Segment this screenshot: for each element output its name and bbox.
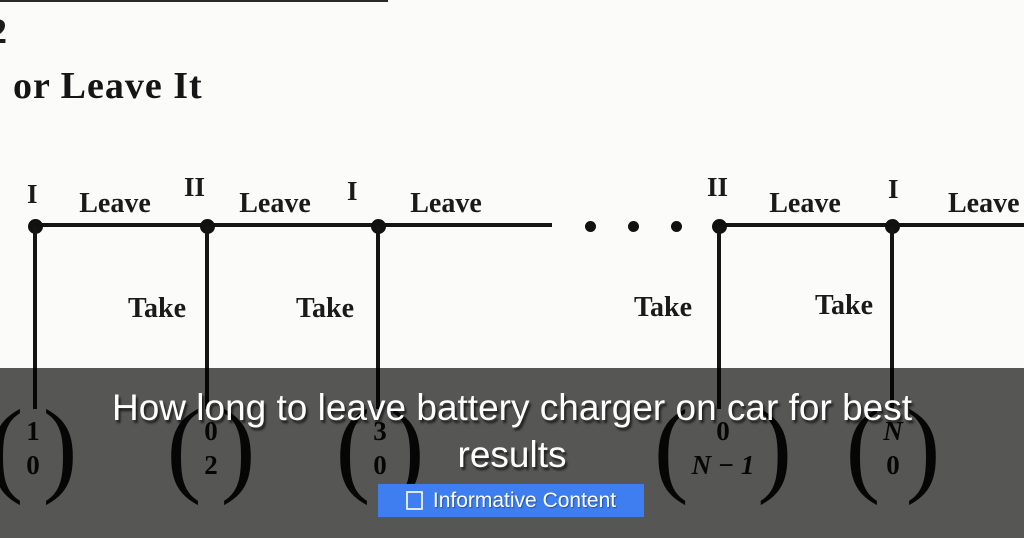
take-branch-line-1 <box>33 226 37 409</box>
ellipsis-dot <box>671 221 682 232</box>
tree-horizontal-line-left <box>33 223 552 227</box>
ellipsis-dot <box>628 221 639 232</box>
take-branch-line-5 <box>890 226 894 409</box>
informative-content-badge[interactable]: Informative Content <box>378 484 644 517</box>
take-label-4: Take <box>633 292 693 323</box>
take-label-2: Take <box>127 293 187 324</box>
tree-horizontal-line-right <box>717 223 1024 227</box>
caption-overlay: How long to leave battery charger on car… <box>0 368 1024 538</box>
player-label-2: II <box>184 172 206 202</box>
player-label-3: I <box>347 176 358 206</box>
leave-label-3: Leave <box>410 188 482 219</box>
player-label-5: I <box>888 174 899 204</box>
square-placeholder-icon <box>405 491 423 510</box>
take-branch-line-2 <box>205 226 209 409</box>
player-label-4: II <box>707 172 729 202</box>
badge-label: Informative Content <box>432 488 617 512</box>
page-number-partial: 2 <box>0 10 7 52</box>
take-label-5: Take <box>814 290 874 321</box>
leave-label-2: Leave <box>239 188 311 219</box>
take-label-3: Take <box>295 293 355 324</box>
take-branch-line-4 <box>717 226 721 409</box>
figure-title: or Leave It <box>13 65 203 107</box>
leave-label-4: Leave <box>769 188 841 219</box>
caption-text: How long to leave battery charger on car… <box>111 387 913 475</box>
leave-label-1: Leave <box>79 188 151 219</box>
take-branch-line-3 <box>376 226 380 409</box>
ellipsis-dot <box>585 221 596 232</box>
leave-label-5: Leave <box>948 188 1020 219</box>
take-label-1-partial: ke <box>0 293 28 325</box>
page-scan-edge-line <box>0 0 388 2</box>
player-label-1: I <box>27 179 38 209</box>
